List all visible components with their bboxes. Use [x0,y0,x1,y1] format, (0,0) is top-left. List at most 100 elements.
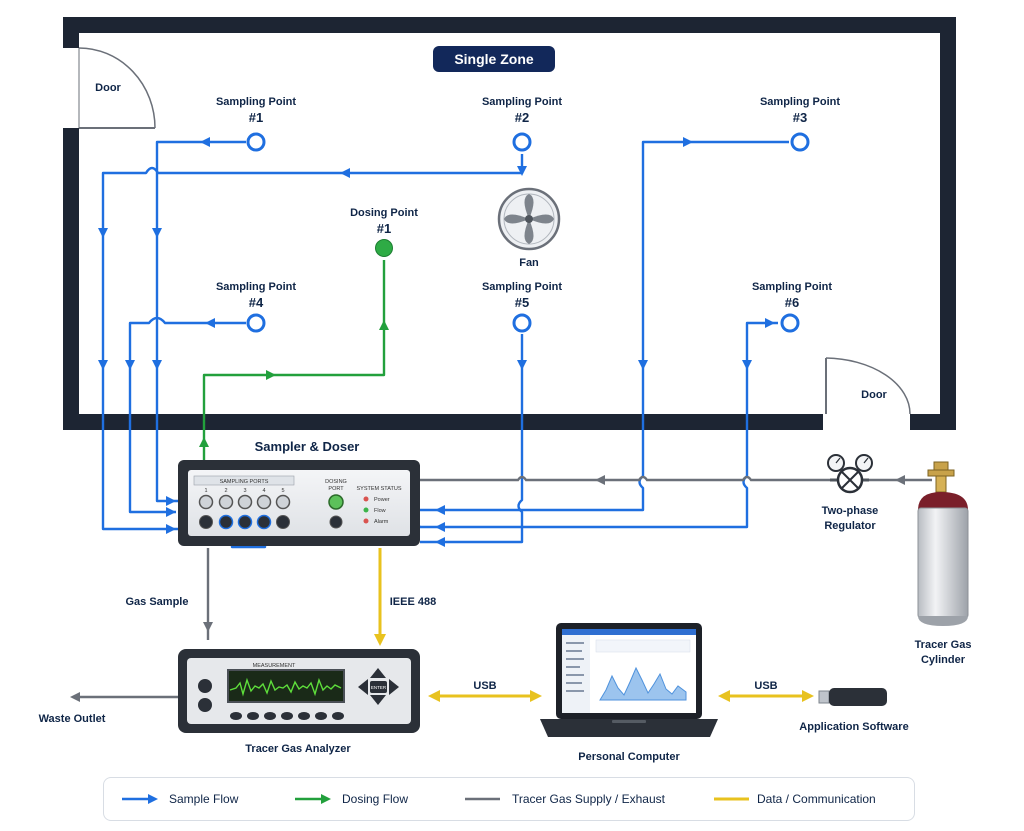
power-led-icon [363,496,369,502]
usb-stick-icon [829,688,887,706]
sampling-point-2[interactable]: Sampling Point #2 [482,96,562,152]
svg-text:4: 4 [262,488,265,494]
svg-text:1: 1 [204,488,207,494]
sampling-point-label: Sampling Point [482,281,562,293]
sampling-point-marker [512,313,532,333]
analyzer-title: Tracer Gas Analyzer [245,743,351,755]
sampling-point-number: #6 [785,295,799,310]
svg-text:5: 5 [281,488,284,494]
sampling-point-number: #3 [793,110,807,125]
analyzer-waveform [229,677,342,697]
legend-data: Data / Communication [714,792,876,806]
regulator-label-1: Two-phase [822,505,879,517]
dosing-point-marker [375,239,393,257]
legend-graphics: Sample Flow Dosing Flow Tracer Gas Suppl… [122,792,876,806]
status-indicators: Power Flow Alarm [363,496,390,525]
sampling-ports-label: SAMPLING PORTS [220,479,269,485]
cylinder-label-1: Tracer Gas [915,639,972,651]
zone-title-badge: Single Zone [433,46,555,72]
sampling-point-6[interactable]: Sampling Point #6 [752,281,832,333]
zone-title: Single Zone [454,51,534,67]
status-power: Power [374,497,390,503]
sampling-point-label: Sampling Point [216,281,296,293]
fan-label: Fan [519,257,539,269]
status-alarm: Alarm [374,519,389,525]
sampling-point-number: #5 [515,295,529,310]
left-arrow-icon [358,679,368,695]
sampling-point-number: #4 [249,295,264,310]
sampler-doser[interactable]: Sampler & Doser SAMPLING PORTS 1 2 3 4 5… [178,439,420,546]
legend-dosing-flow: Dosing Flow [295,792,408,806]
enter-button [370,681,387,693]
personal-computer[interactable]: Personal Computer [540,623,718,763]
dosing-port-fitting[interactable] [328,494,344,510]
cylinder-body-icon [917,507,969,619]
application-software[interactable]: Application Software [799,688,909,733]
status-flow: Flow [374,508,386,514]
gas-sample-label: Gas Sample [126,596,189,608]
svg-text:2: 2 [224,488,227,494]
laptop-base [540,719,718,737]
dosing-port-label: DOSING [325,479,347,485]
port-numbers: 1 2 3 4 5 [204,488,284,494]
sampling-point-5[interactable]: Sampling Point #5 [482,281,562,333]
sampling-point-marker [790,132,810,152]
sampling-port-fittings[interactable] [198,494,291,530]
sampling-point-marker [512,132,532,152]
sample-flow-arrows [98,137,775,547]
dosing-point-1[interactable]: Dosing Point #1 [350,207,418,257]
flow-led-icon [363,507,369,513]
analyzer-soft-keys[interactable] [230,712,344,720]
sampling-point-1[interactable]: Sampling Point #1 [216,96,296,152]
legend-label: Sample Flow [169,792,239,806]
tracer-gas-analyzer[interactable]: MEASUREMENT ENTER Tracer Gas Analyzer [178,649,420,755]
two-phase-regulator[interactable]: Two-phase Regulator [822,454,879,532]
regulator-label-2: Regulator [824,520,876,532]
usb-right-label: USB [754,680,777,692]
legend: Sample Flow Dosing Flow Tracer Gas Suppl… [103,777,915,821]
fan[interactable]: Fan [497,187,561,269]
system-status-label: SYSTEM STATUS [356,486,401,492]
door-right-label: Door [861,389,887,401]
waste-outlet-label: Waste Outlet [39,713,106,725]
svg-text:ENTER: ENTER [371,685,387,690]
door-left[interactable]: Door [78,47,156,129]
sampling-point-marker [246,132,266,152]
legend-label: Data / Communication [757,792,876,806]
software-title: Application Software [799,721,908,733]
dosing-point-number: #1 [377,221,391,236]
legend-sample-flow: Sample Flow [122,792,239,806]
alarm-led-icon [363,518,369,524]
door-right[interactable]: Door [825,357,911,415]
legend-label: Dosing Flow [342,792,408,806]
sampling-point-label: Sampling Point [752,281,832,293]
dosing-point-label: Dosing Point [350,207,418,219]
right-arrow-icon [389,679,399,695]
sampling-point-number: #2 [515,110,529,125]
computer-title: Personal Computer [578,751,680,763]
sampling-point-3[interactable]: Sampling Point #3 [760,96,840,152]
sampler-title: Sampler & Doser [255,439,360,454]
sampling-point-label: Sampling Point [760,96,840,108]
down-arrow-icon [370,695,386,705]
data-lines [374,548,814,702]
sampling-point-label: Sampling Point [216,96,296,108]
laptop-chart-area [599,666,687,701]
analyzer-dpad[interactable]: ENTER [358,668,399,705]
ieee-label: IEEE 488 [390,596,436,608]
legend-supply: Tracer Gas Supply / Exhaust [465,792,666,806]
door-left-label: Door [95,82,121,94]
dosing-flow-line [199,260,389,495]
analyzer-left-button-2[interactable] [198,698,212,712]
sampling-point-marker [246,313,266,333]
svg-text:3: 3 [243,488,246,494]
sampling-point-number: #1 [249,110,263,125]
supply-arrows [70,475,905,702]
usb-plug-icon [818,690,830,704]
cylinder-label-2: Cylinder [921,654,966,666]
tracer-gas-cylinder[interactable]: Tracer Gas Cylinder [915,461,972,666]
sampling-point-4[interactable]: Sampling Point #4 [216,281,296,333]
svg-text:PORT: PORT [328,486,344,492]
analyzer-left-button-1[interactable] [198,679,212,693]
